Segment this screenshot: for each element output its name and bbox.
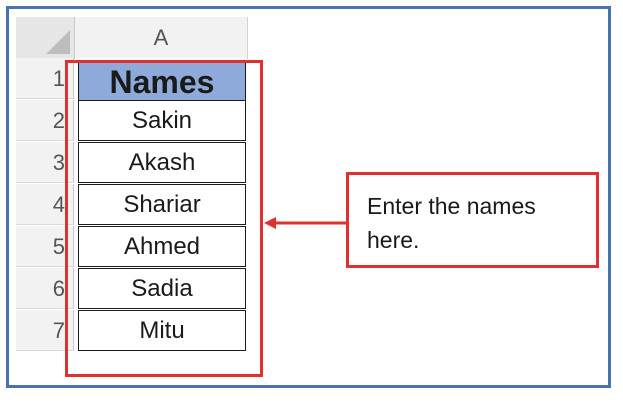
cell-a4[interactable]: Shariar [78,184,246,225]
select-all-triangle-icon [46,30,70,54]
column-header-a[interactable]: A [75,17,248,59]
cell-a3[interactable]: Akash [78,142,246,183]
row-header-3[interactable]: 3 [16,142,74,183]
cell-a1-names-header[interactable]: Names [78,60,246,101]
row-header-4[interactable]: 4 [16,184,74,225]
cell-a6[interactable]: Sadia [78,268,246,309]
row-header-6[interactable]: 6 [16,268,74,309]
row-header-5[interactable]: 5 [16,226,74,267]
callout-text: Enter the names here. [367,193,536,253]
row-header-2[interactable]: 2 [16,100,74,141]
cell-a2[interactable]: Sakin [78,100,246,141]
cell-a5[interactable]: Ahmed [78,226,246,267]
arrow-left-icon [264,217,346,229]
select-all-corner[interactable] [16,17,75,59]
row-header-7[interactable]: 7 [16,310,74,351]
cell-a7[interactable]: Mitu [78,310,246,351]
row-header-1[interactable]: 1 [16,58,74,99]
callout-note: Enter the names here. [346,172,599,268]
